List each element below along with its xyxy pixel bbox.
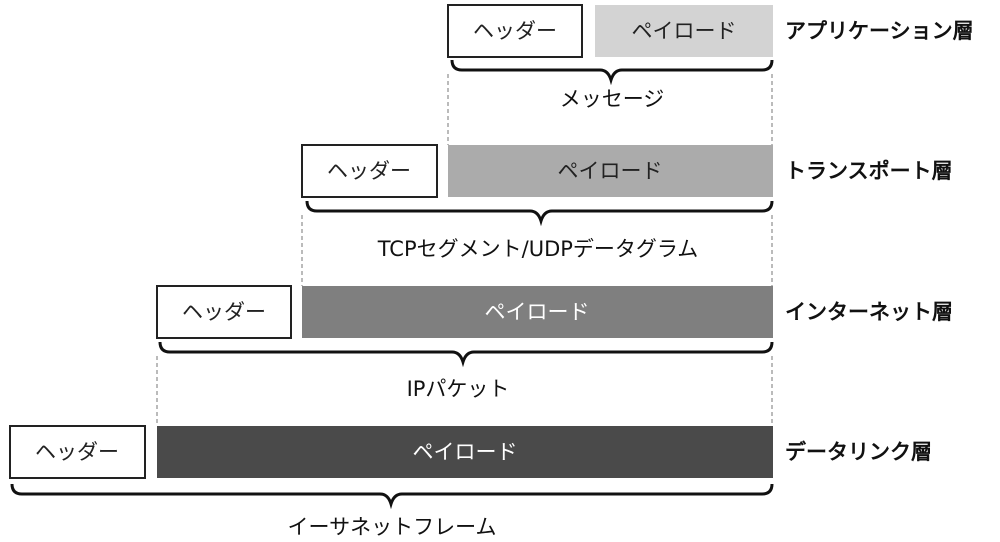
internet-layer-label: インターネット層 [785,300,953,324]
internet-payload-label: ペイロード [485,300,590,324]
transport-payload-label: ペイロード [558,159,663,183]
datalink-caption: イーサネットフレーム [288,515,497,539]
datalink-payload-box [157,426,773,478]
internet-header-label: ヘッダー [182,300,266,324]
row-datalink: ヘッダー ペイロード データリンク層 [9,425,932,479]
transport-header-label: ヘッダー [327,159,411,183]
app-brace [450,59,774,86]
row-transport: ヘッダー ペイロード トランスポート層 [301,144,953,198]
app-header-box [447,4,583,58]
internet-caption: IPパケット [407,377,510,401]
datalink-layer-label: データリンク層 [785,440,932,464]
row-internet: ヘッダー ペイロード インターネット層 [156,285,953,339]
app-payload-box [595,5,773,57]
transport-header-box [301,144,438,198]
datalink-payload-label: ペイロード [413,440,518,464]
transport-caption: TCPセグメント/UDPデータグラム [377,237,699,261]
row-application: ヘッダー ペイロード アプリケーション層 [447,4,974,58]
app-payload-label: ペイロード [632,19,737,43]
app-layer-label: アプリケーション層 [785,19,974,43]
datalink-header-box [9,425,146,479]
transport-layer-label: トランスポート層 [785,159,953,183]
datalink-brace [10,483,774,510]
internet-header-box [156,285,292,339]
datalink-header-label: ヘッダー [35,440,119,464]
transport-payload-box [448,145,773,197]
internet-brace [158,341,774,368]
transport-brace [305,200,774,227]
app-caption: メッセージ [560,87,665,111]
app-header-label: ヘッダー [473,19,557,43]
internet-payload-box [302,286,773,338]
